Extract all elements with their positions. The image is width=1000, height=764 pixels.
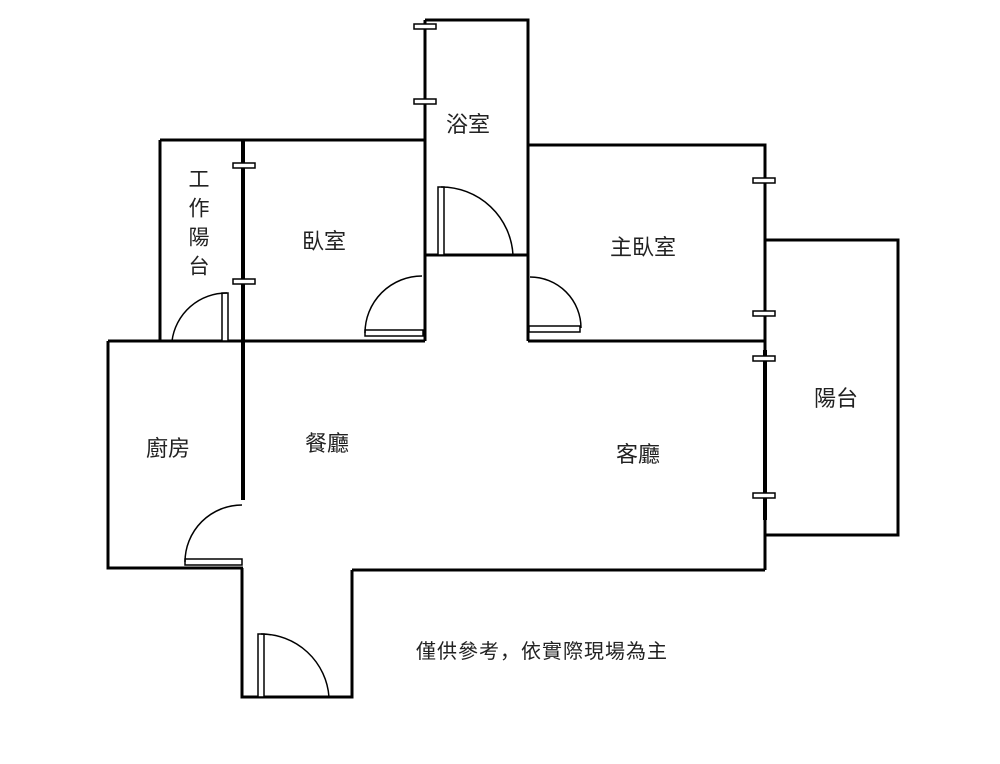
kitchen-walls (106, 341, 243, 570)
room-label-bathroom: 浴室 (446, 113, 491, 138)
doors (171, 186, 582, 698)
room-label-work-balcony: 工作陽台 (186, 168, 210, 284)
window-icon (752, 355, 776, 362)
entrance-walls (240, 568, 354, 699)
room-label-balcony: 陽台 (814, 387, 859, 412)
master-bedroom-door-icon (528, 276, 582, 333)
disclaimer-note: 僅供參考，依實際現場為主 (416, 639, 668, 663)
window-icon (413, 98, 437, 105)
window-icon (752, 177, 776, 184)
windows (232, 23, 776, 499)
bedroom-door-icon (364, 275, 424, 337)
room-label-kitchen: 廚房 (146, 437, 191, 462)
bathroom-door-icon (437, 186, 514, 256)
room-label-living-room: 客廳 (616, 443, 661, 468)
window-icon (752, 492, 776, 499)
master-bedroom-walls (528, 143, 767, 570)
kitchen-door-icon (184, 504, 243, 566)
window-icon (413, 23, 437, 30)
bathroom-walls (423, 18, 530, 341)
room-label-master-bedroom: 主臥室 (610, 236, 677, 261)
balcony-walls (765, 238, 900, 537)
window-icon (232, 162, 256, 169)
walls (106, 18, 900, 699)
room-label-bedroom: 臥室 (302, 230, 347, 255)
bedroom-walls (108, 138, 425, 343)
window-icon (752, 310, 776, 317)
work-balcony-door-icon (171, 292, 229, 342)
entrance-door-icon (257, 633, 330, 698)
window-icon (232, 278, 256, 285)
room-label-dining-room: 餐廳 (305, 432, 350, 457)
